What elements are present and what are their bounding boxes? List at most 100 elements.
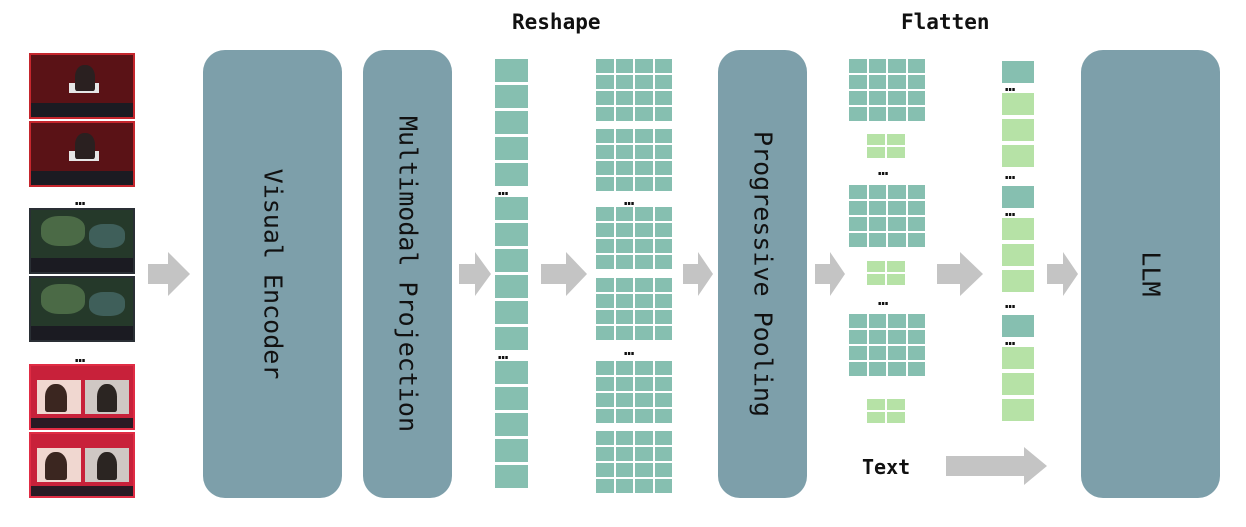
reshaped-grid-cell (595, 408, 615, 424)
projected-token (494, 300, 529, 325)
reshaped-grid-cell (634, 430, 654, 446)
arrow-pooling-to-grids (815, 252, 845, 296)
pooled-grid-cell (906, 313, 926, 329)
reshaped-grid-cell (614, 222, 634, 238)
reshaped-grid-cell (653, 128, 673, 144)
reshaped-grid-cell (614, 376, 634, 392)
video-frame-thumbnail (29, 121, 135, 187)
projected-token (494, 222, 529, 247)
pooled-grid-cell (867, 232, 887, 248)
reshaped-grid-cell (634, 478, 654, 494)
reshaped-grid-cell (653, 376, 673, 392)
reshaped-grid-cell (614, 106, 634, 122)
arrow-tokens-to-grids (541, 252, 587, 296)
reshaped-grid-cell (595, 376, 615, 392)
pooled-grid-cell (848, 232, 868, 248)
pooled-grid-cell (867, 329, 887, 345)
reshaped-grid-cell (634, 360, 654, 376)
reshaped-grid-cell (634, 160, 654, 176)
ellipsis-dots: … (498, 180, 510, 200)
ellipsis-dots: … (878, 160, 890, 180)
flattened-token (1001, 269, 1035, 293)
pooled-small-grid-cell (886, 273, 906, 286)
progressive-pooling-block: Progressive Pooling (718, 50, 807, 498)
reshaped-grid-cell (595, 144, 615, 160)
pooled-grid-cell (906, 216, 926, 232)
ellipsis-dots: … (878, 290, 890, 310)
pooled-grid-cell (867, 58, 887, 74)
reshaped-grid-cell (653, 106, 673, 122)
reshaped-grid-cell (634, 206, 654, 222)
pooled-grid-cell (848, 345, 868, 361)
reshaped-grid-cell (595, 309, 615, 325)
pooled-small-grid-cell (886, 260, 906, 273)
video-frame-thumbnail (29, 364, 135, 430)
reshaped-grid-cell (614, 128, 634, 144)
pooled-grid-cell (848, 58, 868, 74)
reshaped-grid-cell (614, 74, 634, 90)
ellipsis-dots: … (624, 190, 636, 210)
reshape-heading: Reshape (512, 10, 601, 34)
pooled-grid-cell (848, 106, 868, 122)
reshaped-grid-cell (653, 222, 673, 238)
projected-token (494, 326, 529, 351)
pooled-grid-cell (867, 345, 887, 361)
pooled-small-grid-cell (886, 146, 906, 159)
pooled-small-grid-cell (886, 411, 906, 424)
reshaped-grid-cell (653, 293, 673, 309)
reshaped-grid-cell (595, 222, 615, 238)
pooled-grid-cell (867, 216, 887, 232)
reshaped-grid-cell (614, 392, 634, 408)
reshaped-grid-cell (595, 478, 615, 494)
pooled-small-grid-cell (866, 411, 886, 424)
reshaped-grid-cell (634, 325, 654, 341)
video-frame-thumbnail (29, 208, 135, 274)
pooled-small-grid-cell (886, 398, 906, 411)
reshaped-grid-cell (595, 206, 615, 222)
reshaped-grid-cell (634, 254, 654, 270)
flattened-token (1001, 144, 1035, 168)
pooled-grid-cell (887, 74, 907, 90)
ellipsis-dots: … (498, 344, 510, 364)
pooled-grid-cell (848, 90, 868, 106)
projected-token (494, 136, 529, 161)
reshaped-grid-cell (614, 478, 634, 494)
projected-token (494, 248, 529, 273)
projected-token (494, 386, 529, 411)
pooled-grid-cell (887, 232, 907, 248)
reshaped-grid-cell (595, 254, 615, 270)
reshaped-grid-cell (595, 360, 615, 376)
ellipsis-dots: … (75, 190, 87, 210)
pooled-grid-cell (906, 345, 926, 361)
reshaped-grid-cell (634, 74, 654, 90)
projected-token (494, 412, 529, 437)
pooled-small-grid-cell (866, 398, 886, 411)
reshaped-grid-cell (634, 277, 654, 293)
projected-token (494, 438, 529, 463)
reshaped-grid-cell (653, 74, 673, 90)
reshaped-grid-cell (595, 293, 615, 309)
reshaped-grid-cell (614, 446, 634, 462)
reshaped-grid-cell (634, 309, 654, 325)
pooled-grid-cell (887, 329, 907, 345)
pooled-grid-cell (906, 200, 926, 216)
reshaped-grid-cell (653, 277, 673, 293)
video-frame-thumbnail (29, 53, 135, 119)
pooled-grid-cell (887, 58, 907, 74)
pooled-grid-cell (887, 184, 907, 200)
pooled-small-grid-cell (866, 133, 886, 146)
arrow-grids-to-pooling (683, 252, 713, 296)
pooled-grid-cell (887, 216, 907, 232)
projected-token (494, 58, 529, 83)
reshaped-grid-cell (634, 144, 654, 160)
pooled-grid-cell (848, 74, 868, 90)
arrow-projection-to-tokens (459, 252, 491, 296)
pooled-grid-cell (848, 361, 868, 377)
reshaped-grid-cell (634, 376, 654, 392)
reshaped-grid-cell (595, 430, 615, 446)
pooled-grid-cell (867, 106, 887, 122)
reshaped-grid-cell (634, 90, 654, 106)
reshaped-grid-cell (653, 360, 673, 376)
reshaped-grid-cell (595, 106, 615, 122)
ellipsis-dots: … (1005, 164, 1017, 184)
